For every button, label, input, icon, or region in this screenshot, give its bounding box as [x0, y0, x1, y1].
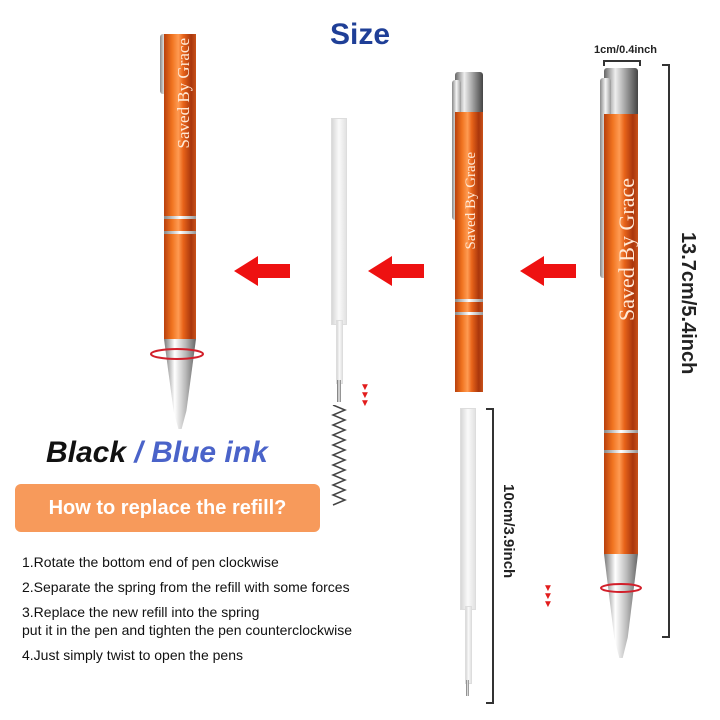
pen-length-bracket — [662, 64, 670, 638]
step-3: 3.Replace the new refill into the spring — [22, 604, 260, 620]
ink-black: Black — [46, 436, 127, 469]
pen-engraving: Saved By Grace — [614, 178, 639, 321]
refill-tip — [337, 380, 341, 402]
rotate-icon — [150, 348, 204, 360]
width-bracket — [603, 60, 641, 66]
pen-disassembled: Saved By Grace — [150, 34, 204, 429]
direction-chevrons-icon: ▼▼▼ — [543, 583, 553, 610]
ink-blue: Blue ink — [151, 436, 268, 469]
pen-engraving: Saved By Grace — [174, 38, 193, 149]
arrow-left-icon — [368, 256, 424, 286]
arrow-left-icon — [234, 256, 290, 286]
pen-body-separated: Saved By Grace — [448, 72, 488, 392]
pen-assembled: Saved By Grace — [598, 68, 644, 658]
arrow-left-icon — [520, 256, 576, 286]
refill-new — [460, 408, 476, 610]
refill — [331, 118, 347, 325]
step-2: 2.Separate the spring from the refill wi… — [22, 579, 350, 595]
pen-length-label: 13.7cm/5.4inch — [677, 232, 699, 375]
ink-options: Black / Blue ink — [46, 436, 268, 470]
instruction-steps: 1.Rotate the bottom end of pen clockwise… — [22, 553, 422, 671]
rotate-icon — [600, 583, 642, 593]
refill-length-label: 10cm/3.9inch — [500, 484, 517, 579]
pen-engraving: Saved By Grace — [463, 152, 479, 250]
step-3-continued: put it in the pen and tighten the pen co… — [22, 622, 352, 638]
direction-chevrons-icon: ▼▼▼ — [360, 382, 370, 409]
refill-length-bracket — [486, 408, 494, 704]
spring — [331, 405, 347, 506]
how-to-replace-banner: How to replace the refill? — [15, 484, 320, 532]
step-1: 1.Rotate the bottom end of pen clockwise — [22, 554, 279, 570]
step-4: 4.Just simply twist to open the pens — [22, 647, 243, 663]
width-label: 1cm/0.4inch — [594, 44, 657, 56]
ink-separator: / — [126, 436, 152, 469]
page-title: Size — [329, 18, 391, 51]
pen-tip — [604, 554, 638, 658]
